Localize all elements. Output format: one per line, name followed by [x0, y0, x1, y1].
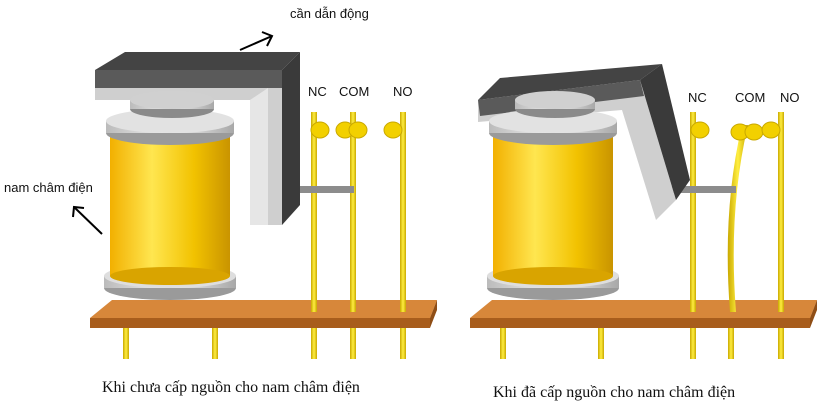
right-contact-strips: [690, 112, 784, 312]
right-terminal-no: NO: [780, 90, 800, 105]
right-coil: [487, 91, 619, 300]
left-contact-strips: [310, 112, 406, 312]
left-coil: [104, 91, 236, 300]
right-base-legs: [500, 325, 784, 359]
left-push-rod: [272, 186, 354, 193]
left-armature: [95, 52, 300, 225]
left-terminal-nc: NC: [308, 84, 327, 99]
actuator-arm-label: cần dẫn động: [290, 6, 369, 21]
right-relay: [470, 64, 817, 359]
left-relay: [72, 31, 437, 359]
left-base-board: [90, 300, 437, 328]
right-caption: Khi đã cấp nguồn cho nam châm điện: [493, 384, 736, 401]
left-base-legs: [123, 325, 406, 359]
right-terminal-com: COM: [735, 90, 766, 105]
left-caption: Khi chưa cấp nguồn cho nam châm điện: [102, 379, 360, 396]
right-base-board: [470, 300, 817, 328]
left-terminal-com: COM: [339, 84, 370, 99]
left-terminal-no: NO: [393, 84, 413, 99]
arrow-icon-actuator: [239, 31, 274, 51]
right-push-rod: [670, 186, 736, 193]
arrow-icon-electromagnet: [72, 205, 103, 235]
electromagnet-label: nam châm điện: [4, 180, 93, 195]
right-terminal-nc: NC: [688, 90, 707, 105]
